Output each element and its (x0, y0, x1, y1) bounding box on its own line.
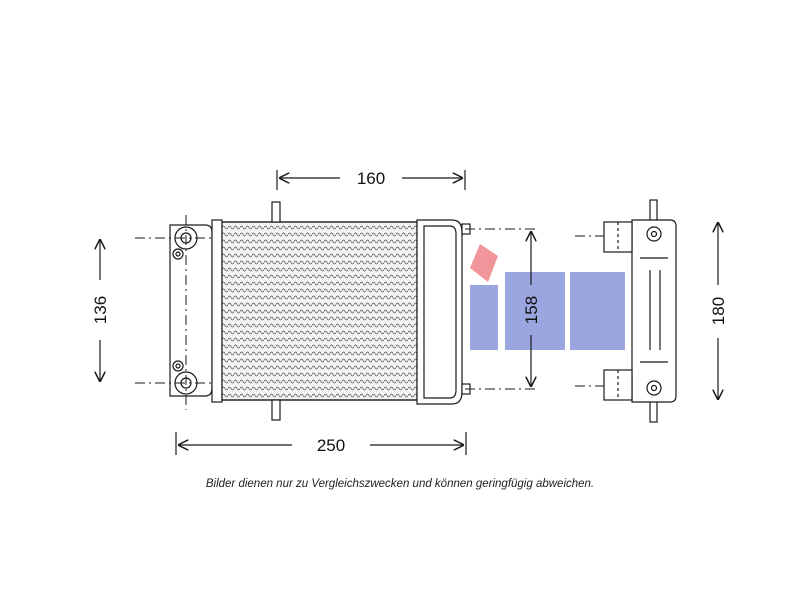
dimension-side-height: 180 (709, 297, 728, 325)
dimension-lines (100, 170, 718, 455)
radiator-side-view (603, 199, 677, 423)
side-center-lines (575, 235, 604, 387)
radiator-front-view (169, 201, 471, 421)
center-lines (135, 215, 535, 410)
disclaimer-caption: Bilder dienen nur zu Vergleichszwecken u… (205, 478, 595, 490)
dimension-core-height: 158 (522, 296, 541, 324)
dimension-left-height: 136 (91, 296, 110, 324)
dimension-top-width: 160 (357, 169, 385, 188)
dimension-bottom-width: 250 (317, 436, 345, 455)
